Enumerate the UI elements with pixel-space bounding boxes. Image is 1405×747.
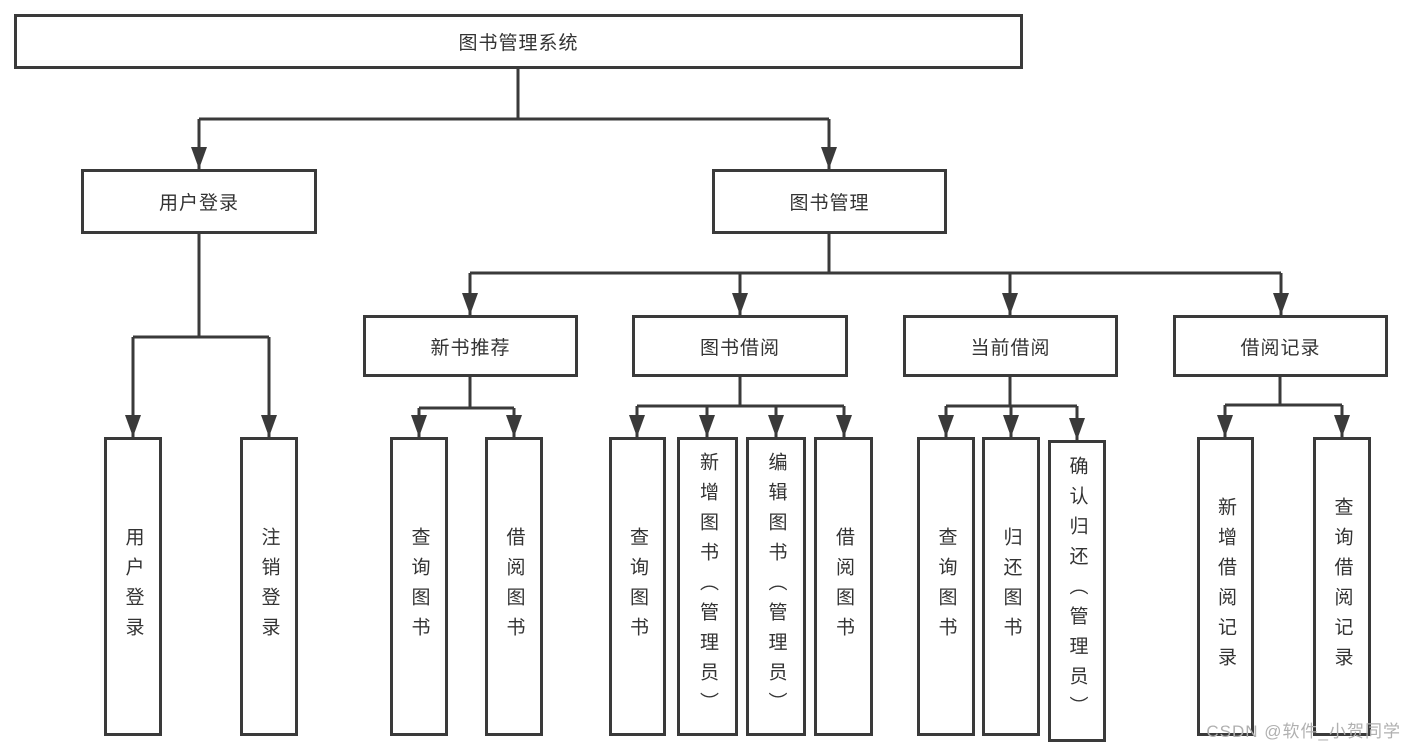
leaf-logout: 注销登录 — [240, 437, 298, 736]
leaf-add-book-admin: 新增图书（管理员） — [677, 437, 738, 736]
leaf-user-login-label: 用户登录 — [122, 526, 144, 647]
leaf-borrow-books: 借阅图书 — [814, 437, 873, 736]
leaf-logout-label: 注销登录 — [258, 526, 280, 647]
leaf-query-books-current: 查询图书 — [917, 437, 975, 736]
leaf-user-login: 用户登录 — [104, 437, 162, 736]
node-book-management-label: 图书管理 — [789, 193, 870, 214]
leaf-query-borrow-record: 查询借阅记录 — [1313, 437, 1371, 736]
leaf-borrow-books-recommend: 借阅图书 — [485, 437, 543, 736]
leaf-borrow-books-label: 借阅图书 — [833, 526, 854, 647]
leaf-query-books-current-label: 查询图书 — [935, 526, 957, 647]
leaf-query-books-borrow-label: 查询图书 — [627, 526, 648, 647]
leaf-borrow-books-recommend-label: 借阅图书 — [503, 526, 525, 647]
leaf-query-books-recommend-label: 查询图书 — [408, 526, 430, 647]
leaf-query-borrow-record-label: 查询借阅记录 — [1331, 496, 1353, 677]
leaf-confirm-return-admin-label: 确认归还（管理员） — [1066, 456, 1088, 726]
leaf-confirm-return-admin: 确认归还（管理员） — [1048, 440, 1106, 742]
leaf-add-borrow-record-label: 新增借阅记录 — [1215, 496, 1236, 677]
node-new-book-recommend: 新书推荐 — [363, 315, 578, 377]
leaf-add-borrow-record: 新增借阅记录 — [1197, 437, 1254, 736]
watermark: CSDN @软件_小贺同学 — [1206, 722, 1401, 741]
node-root: 图书管理系统 — [14, 14, 1023, 69]
node-current-borrow: 当前借阅 — [903, 315, 1118, 377]
leaf-return-book-label: 归还图书 — [1000, 526, 1022, 647]
node-new-book-recommend-label: 新书推荐 — [430, 337, 511, 359]
leaf-query-books-borrow: 查询图书 — [609, 437, 666, 736]
leaf-return-book: 归还图书 — [982, 437, 1040, 736]
node-book-borrow-label: 图书借阅 — [699, 337, 780, 359]
node-book-borrow: 图书借阅 — [632, 315, 848, 377]
node-borrow-records-label: 借阅记录 — [1240, 337, 1321, 359]
leaf-edit-book-admin-label: 编辑图书（管理员） — [765, 451, 787, 722]
leaf-add-book-admin-label: 新增图书（管理员） — [697, 451, 718, 722]
leaf-query-books-recommend: 查询图书 — [390, 437, 448, 736]
node-current-borrow-label: 当前借阅 — [970, 337, 1051, 359]
node-user-login-label: 用户登录 — [158, 193, 239, 214]
node-user-login: 用户登录 — [81, 169, 317, 234]
node-root-label: 图书管理系统 — [458, 33, 579, 54]
node-book-management: 图书管理 — [712, 169, 947, 234]
leaf-edit-book-admin: 编辑图书（管理员） — [746, 437, 806, 736]
node-borrow-records: 借阅记录 — [1173, 315, 1388, 377]
